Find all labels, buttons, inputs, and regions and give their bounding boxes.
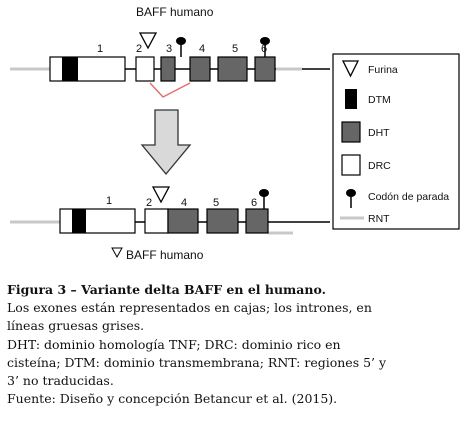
transition-arrow bbox=[140, 109, 192, 176]
legend-label-rnt: RNT bbox=[368, 213, 390, 225]
bottom-exon-1-label: 1 bbox=[106, 195, 112, 207]
splice-line bbox=[149, 82, 191, 98]
top-exon-4 bbox=[189, 56, 211, 82]
top-exon-1-label: 1 bbox=[97, 43, 103, 55]
bottom-furin-triangle-icon bbox=[151, 186, 171, 204]
bottom-title-triangle-icon bbox=[111, 247, 123, 259]
bottom-exon-2-label: 2 bbox=[146, 197, 152, 209]
top-stop-codon-icon-1 bbox=[176, 37, 186, 57]
top-exon-3-label: 3 bbox=[166, 43, 172, 55]
bottom-exon-5 bbox=[206, 208, 239, 234]
bottom-gene-title: BAFF humano bbox=[126, 248, 204, 262]
top-exon-4-label: 4 bbox=[199, 43, 205, 55]
stop-codon-icon bbox=[346, 189, 356, 208]
top-exon-1 bbox=[49, 56, 126, 82]
top-exon-5-label: 5 bbox=[232, 43, 238, 55]
top-exon-2-label: 2 bbox=[136, 43, 142, 55]
caption-line: Los exones están representados en cajas;… bbox=[7, 300, 372, 316]
white-box-icon bbox=[341, 154, 361, 176]
bottom-exon-1 bbox=[59, 208, 136, 234]
bottom-exon-4-label: 4 bbox=[181, 197, 187, 209]
top-exon-3 bbox=[160, 56, 176, 82]
legend-label-dht: DHT bbox=[368, 127, 390, 139]
top-exon-6 bbox=[254, 56, 276, 82]
top-exon-2 bbox=[135, 56, 155, 82]
bottom-exon-1-dtm bbox=[72, 209, 86, 233]
top-exon-5 bbox=[217, 56, 248, 82]
top-gene-title: BAFF humano bbox=[136, 5, 214, 19]
caption-line: 3’ no traducidas. bbox=[7, 373, 114, 389]
legend-label-dtm: DTM bbox=[368, 94, 391, 106]
baff-diagram: BAFF humano 1 2 3 4 5 6 1 2 4 5 6 BAFF bbox=[10, 5, 460, 262]
legend-label-drc: DRC bbox=[368, 160, 391, 172]
top-furin-triangle-icon bbox=[138, 32, 158, 50]
black-box-icon bbox=[345, 89, 357, 109]
caption-title: Figura 3 – Variante delta BAFF en el hum… bbox=[7, 282, 326, 297]
legend-label-furina: Furina bbox=[368, 64, 398, 76]
gray-box-icon bbox=[341, 121, 361, 143]
furin-triangle-icon bbox=[341, 60, 360, 78]
top-exon-1-dtm bbox=[62, 57, 78, 81]
bottom-exon-6-label: 6 bbox=[251, 197, 257, 209]
bottom-stop-codon-icon bbox=[259, 189, 269, 209]
legend: Furina DTM DHT DRC Codón de parada RNT bbox=[332, 53, 460, 230]
caption-line: cisteína; DTM: dominio transmembrana; RN… bbox=[7, 354, 387, 370]
caption-line: líneas gruesas grises. bbox=[7, 318, 145, 334]
bottom-exon-2 bbox=[144, 208, 169, 234]
bottom-exon-6 bbox=[245, 208, 269, 234]
caption-line: DHT: dominio homología TNF; DRC: dominio… bbox=[7, 336, 341, 352]
legend-label-stop: Codón de parada bbox=[368, 191, 449, 203]
bottom-exon-4 bbox=[167, 208, 199, 234]
bottom-exon-5-label: 5 bbox=[213, 197, 219, 209]
top-stop-codon-icon-2 bbox=[260, 37, 270, 57]
caption-source: Fuente: Diseño y concepción Betancur et … bbox=[7, 391, 338, 407]
figure-caption: Figura 3 – Variante delta BAFF en el hum… bbox=[7, 281, 459, 408]
top-exon-6-label: 6 bbox=[261, 43, 267, 55]
